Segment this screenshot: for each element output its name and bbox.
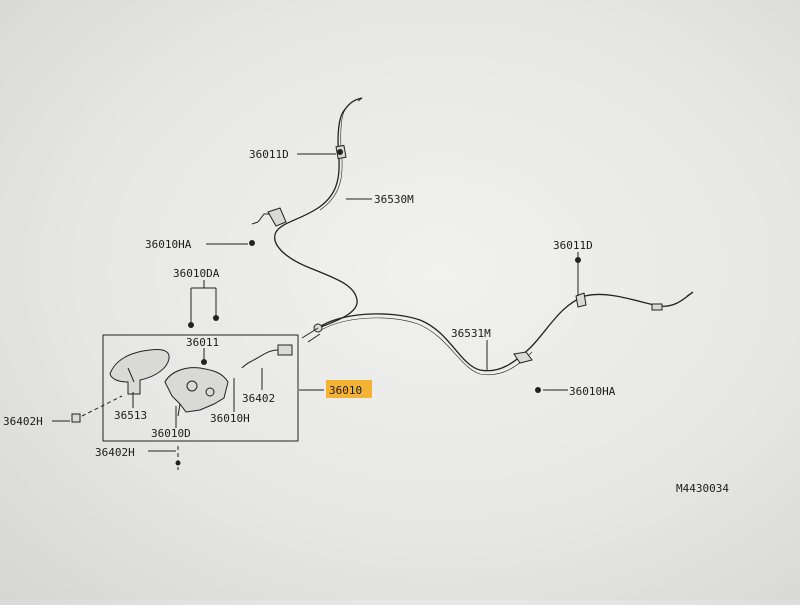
- callout-36011: 36011: [186, 336, 219, 349]
- bolt-36011d-top: [337, 149, 343, 155]
- callout-36010da: 36010DA: [173, 267, 220, 280]
- callout-36010: 36010: [329, 384, 362, 397]
- callout-36402h-left: 36402H: [3, 415, 43, 428]
- front-cable-36530m: [251, 97, 363, 329]
- leader-lines: [52, 153, 579, 470]
- figure-code: M4430034: [676, 482, 729, 495]
- rear-cable-36531m: [301, 291, 694, 376]
- callout-36010d: 36010D: [151, 427, 191, 440]
- callout-36402h-bottom: 36402H: [95, 446, 135, 459]
- callout-36010ha-left: 36010HA: [145, 238, 192, 251]
- clip-36402h-left: [71, 413, 81, 423]
- highlight-36010: [326, 380, 372, 398]
- callout-36011d-right: 36011D: [553, 239, 593, 252]
- lever-assembly: [164, 359, 229, 417]
- callout-36010ha-right: 36010HA: [569, 385, 616, 398]
- callout-36011d-top: 36011D: [249, 148, 289, 161]
- assembly-box: [102, 334, 299, 442]
- bolt-36010da-left: [188, 322, 194, 328]
- bolt-36010ha-left: [249, 240, 255, 246]
- lever-cover-36513: [109, 349, 170, 395]
- bolt-36010da-right: [213, 315, 219, 321]
- callout-36531m: 36531M: [451, 327, 491, 340]
- bolt-36010ha-right: [535, 387, 541, 393]
- callout-36513: 36513: [114, 409, 147, 422]
- callout-36530m: 36530M: [374, 193, 414, 206]
- switch-36402: [241, 344, 293, 369]
- callout-36010h: 36010H: [210, 412, 250, 425]
- callout-36402: 36402: [242, 392, 275, 405]
